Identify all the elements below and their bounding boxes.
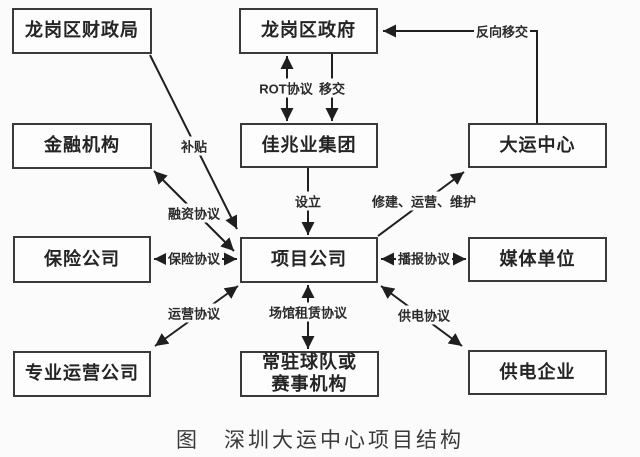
edge-label-handover: 移交	[316, 78, 348, 98]
edge-label-subsidy: 补贴	[178, 136, 210, 156]
edge-label-power-supply-agreement: 供电协议	[395, 305, 453, 325]
figure-caption: 图 深圳大运中心项目结构	[176, 428, 464, 452]
edge-label-venue-lease-agreement: 场馆租赁协议	[266, 302, 350, 322]
edge-label-rot-agreement: ROT协议	[257, 78, 315, 98]
node-district-government: 龙岗区政府	[239, 8, 378, 54]
edge-label-operation-agreement: 运营协议	[165, 303, 223, 323]
edge-label-financing-agreement: 融资协议	[165, 203, 223, 223]
node-universiade-center: 大运中心	[468, 123, 607, 168]
node-professional-operating-company: 专业运营公司	[13, 351, 151, 397]
node-finance-bureau: 龙岗区财政局	[12, 8, 152, 54]
node-financial-institutions: 金融机构	[12, 123, 152, 169]
node-kaisa-group: 佳兆业集团	[240, 123, 378, 168]
node-power-supply-company: 供电企业	[468, 350, 607, 395]
edge-label-insurance-agreement: 保险协议	[165, 248, 223, 268]
node-media-units: 媒体单位	[468, 237, 607, 282]
edge-label-reverse-handover: 反向移交	[473, 21, 531, 41]
edge-label-broadcast-agreement: 播报协议	[395, 248, 453, 268]
node-insurance-company: 保险公司	[13, 236, 151, 283]
edge-reverse-handover-line	[383, 24, 538, 123]
node-resident-teams-or-event-orgs: 常驻球队或赛事机构	[240, 351, 379, 397]
edge-label-establish: 设立	[292, 191, 324, 211]
edge-label-build-operate-maintain: 修建、运营、维护	[369, 191, 479, 211]
node-project-company: 项目公司	[240, 237, 378, 283]
